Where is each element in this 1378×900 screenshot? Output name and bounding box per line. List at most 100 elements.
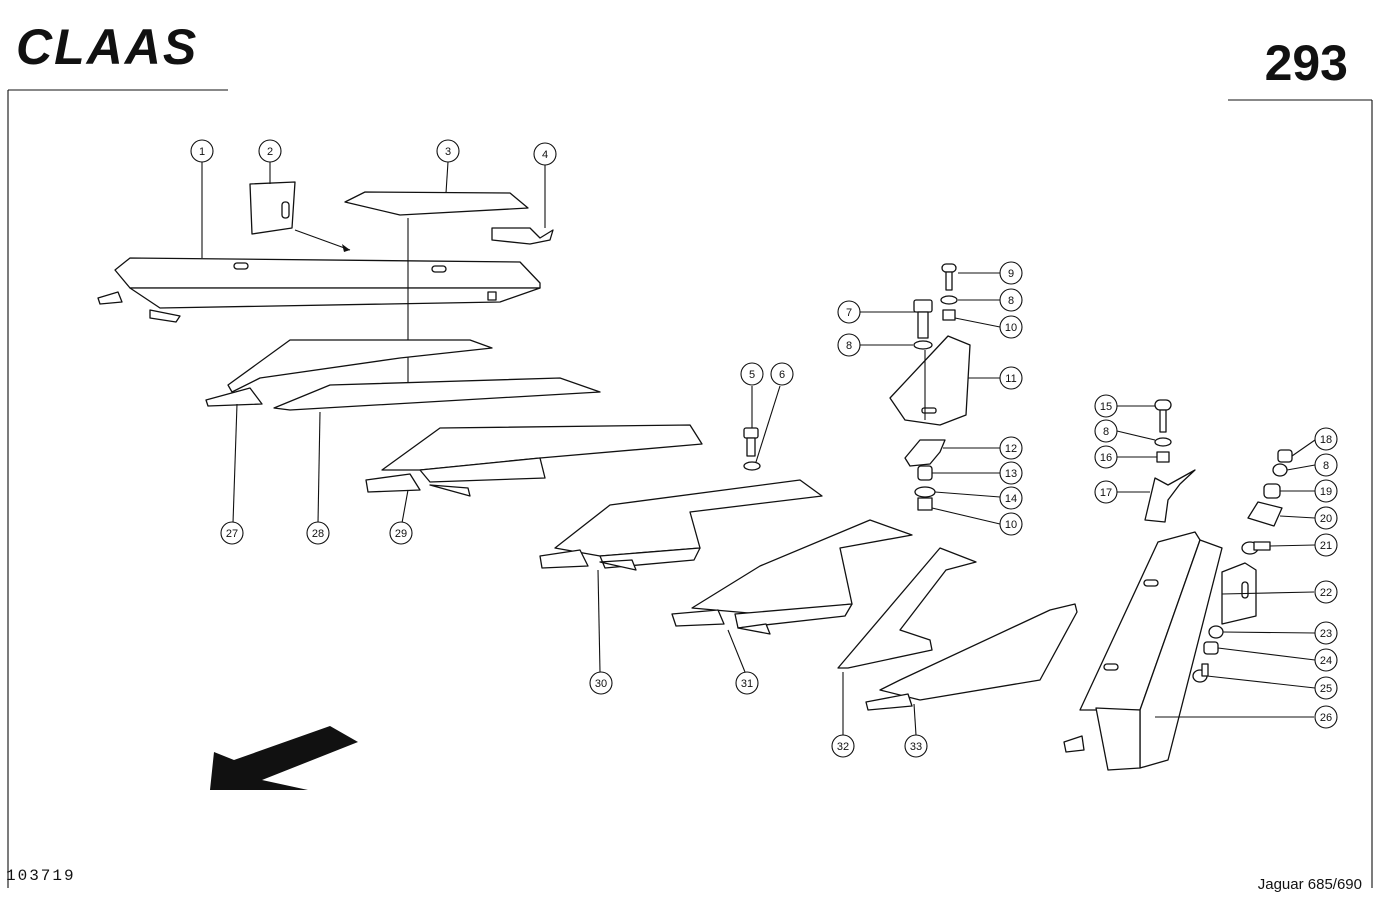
svg-text:16: 16 [1100,452,1112,464]
svg-text:23: 23 [1320,628,1332,640]
callout-8a: 8 [837,333,861,357]
svg-text:22: 22 [1320,587,1332,599]
part-27-strip [205,339,493,524]
part-23-washer [1208,625,1224,639]
callout-1: 1 [190,139,214,163]
drawing-number: 103719 [6,867,76,885]
callout-17: 17 [1094,480,1118,504]
svg-text:25: 25 [1320,683,1332,695]
part-26-rail [1063,531,1314,771]
callout-23: 23 [1314,621,1338,645]
callout-29: 29 [389,521,413,545]
svg-text:17: 17 [1100,487,1112,499]
svg-text:24: 24 [1320,655,1332,667]
svg-text:8: 8 [1008,295,1014,307]
callout-8d: 8 [1314,453,1338,477]
svg-text:19: 19 [1320,486,1332,498]
callout-11: 11 [999,366,1023,390]
svg-text:8: 8 [846,340,852,352]
svg-text:3: 3 [445,146,451,158]
callout-2: 2 [258,139,282,163]
page-number: 293 [1265,35,1348,91]
callout-21: 21 [1314,533,1338,557]
svg-text:13: 13 [1005,468,1017,480]
svg-text:21: 21 [1320,540,1332,552]
brand-logo: CLAAS [16,19,198,75]
callout-33: 33 [904,734,928,758]
svg-text:8: 8 [1323,460,1329,472]
callout-24: 24 [1314,648,1338,672]
callout-10a: 10 [999,315,1023,339]
svg-text:7: 7 [846,307,852,319]
callout-20: 20 [1314,506,1338,530]
part-19-spring [1263,483,1281,499]
part-14-washer [914,486,936,511]
svg-text:4: 4 [542,149,548,161]
svg-text:10: 10 [1005,519,1017,531]
part-24-nut [1203,641,1219,655]
part-12-bracket [904,439,946,467]
callout-10b: 10 [999,512,1023,536]
part-20-clip [1247,501,1283,527]
part-21-bolt [1241,541,1271,555]
callout-6: 6 [770,362,794,386]
svg-text:29: 29 [395,528,407,540]
callout-12: 12 [999,436,1023,460]
callout-3: 3 [436,139,460,163]
part-2-bracket [249,181,351,252]
part-28-strip [273,377,601,524]
svg-text:18: 18 [1320,434,1332,446]
callout-7: 7 [837,300,861,324]
part-3-plate [344,191,529,388]
callout-5: 5 [740,362,764,386]
part-25-bolt [1192,663,1209,683]
callout-18: 18 [1314,427,1338,451]
svg-text:9: 9 [1008,268,1014,280]
part-9-bolt [940,263,958,321]
arrow-left-down-icon [210,726,358,790]
svg-text:31: 31 [741,678,753,690]
svg-text:20: 20 [1320,513,1332,525]
part-33-strip [865,603,1078,736]
svg-text:1: 1 [199,146,205,158]
svg-text:14: 14 [1005,493,1017,505]
svg-text:30: 30 [595,678,607,690]
part-11-bracket [889,335,971,426]
callout-4: 4 [533,142,557,166]
svg-text:26: 26 [1320,712,1332,724]
callout-14: 14 [999,486,1023,510]
model-label: Jaguar 685/690 [1258,876,1362,893]
callout-25: 25 [1314,676,1338,700]
svg-text:6: 6 [779,369,785,381]
part-32-strip [837,547,977,735]
callout-27: 27 [220,521,244,545]
svg-text:15: 15 [1100,401,1112,413]
callout-30: 30 [589,671,613,695]
svg-text:5: 5 [749,369,755,381]
part-15-bolt [1154,399,1172,463]
callout-32: 32 [831,734,855,758]
callout-26: 26 [1314,705,1338,729]
part-18-nut [1272,449,1293,477]
part-30-cover [539,479,823,673]
callout-8c: 8 [1094,419,1118,443]
callout-15: 15 [1094,394,1118,418]
part-17-hook [1144,469,1196,523]
part-1-channel [97,257,541,323]
part-7-bolt [913,299,933,350]
svg-text:2: 2 [267,146,273,158]
part-4-hook [491,227,554,245]
svg-text:33: 33 [910,741,922,753]
callout-9: 9 [999,261,1023,285]
svg-text:8: 8 [1103,426,1109,438]
part-31-cover [671,519,913,673]
callouts: 1 2 3 4 5 6 7 8 9 8 10 11 12 13 14 10 15… [190,139,1338,758]
callout-31: 31 [735,671,759,695]
svg-text:10: 10 [1005,322,1017,334]
part-5-bolt [743,385,781,471]
callout-19: 19 [1314,479,1338,503]
leader-lines [201,161,1316,689]
svg-text:28: 28 [312,528,324,540]
svg-text:27: 27 [226,528,238,540]
